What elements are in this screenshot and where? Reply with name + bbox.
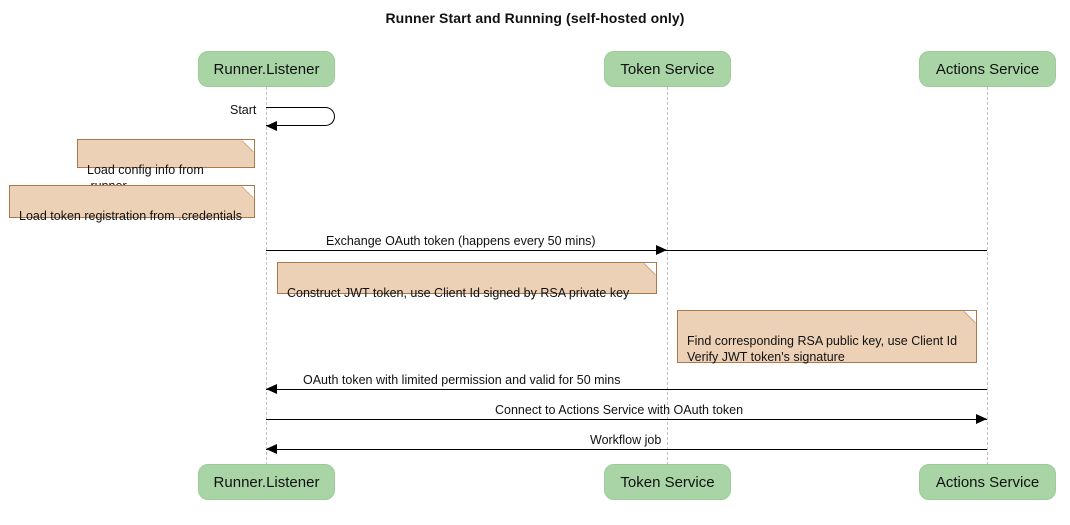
participant-runner-bottom[interactable]: Runner.Listener — [198, 464, 335, 500]
arrowhead-exchange-oauth-token — [656, 245, 667, 255]
participant-label: Runner.Listener — [213, 473, 320, 491]
message-label-workflow-job: Workflow job — [590, 433, 662, 447]
note-text: Load token registration from .credential… — [19, 209, 243, 223]
lifeline-actions — [987, 87, 988, 465]
message-line-exchange-oauth-token — [266, 250, 987, 251]
participant-runner-top[interactable]: Runner.Listener — [198, 51, 335, 87]
participant-actions-bottom[interactable]: Actions Service — [919, 464, 1056, 500]
arrowhead-start — [266, 121, 277, 131]
participant-label: Runner.Listener — [213, 60, 320, 78]
note-text: Find corresponding RSA public key, use C… — [687, 334, 958, 364]
note-text: Load config info from .runner — [87, 163, 204, 193]
participant-label: Token Service — [620, 473, 715, 491]
page-title: Runner Start and Running (self-hosted on… — [385, 10, 685, 26]
message-line-workflow-job — [266, 449, 987, 450]
participant-label: Actions Service — [935, 60, 1040, 78]
lifeline-token — [667, 87, 668, 465]
note-load-config: Load config info from .runner — [77, 139, 255, 193]
arrowhead-oauth-token-response — [266, 384, 277, 394]
participant-token-top[interactable]: Token Service — [604, 51, 731, 87]
arrowhead-connect-actions-service — [976, 414, 987, 424]
lifeline-runner — [266, 87, 267, 465]
note-text: Construct JWT token, use Client Id signe… — [287, 286, 630, 300]
message-line-connect-actions-service — [266, 419, 987, 420]
participant-actions-top[interactable]: Actions Service — [919, 51, 1056, 87]
message-self-loop-start — [266, 107, 335, 126]
participant-token-bottom[interactable]: Token Service — [604, 464, 731, 500]
note-verify-jwt: Find corresponding RSA public key, use C… — [677, 310, 977, 364]
arrowhead-workflow-job — [266, 444, 277, 454]
message-label-start: Start — [230, 103, 257, 117]
message-line-oauth-token-response — [266, 389, 987, 390]
note-construct-jwt: Construct JWT token, use Client Id signe… — [277, 262, 657, 300]
message-label-connect-actions-service: Connect to Actions Service with OAuth to… — [495, 403, 744, 417]
participant-label: Actions Service — [935, 473, 1040, 491]
participant-label: Token Service — [620, 60, 715, 78]
message-label-oauth-token-response: OAuth token with limited permission and … — [303, 373, 621, 387]
message-label-exchange-oauth-token: Exchange OAuth token (happens every 50 m… — [326, 234, 596, 248]
note-load-token-registration: Load token registration from .credential… — [9, 185, 255, 223]
